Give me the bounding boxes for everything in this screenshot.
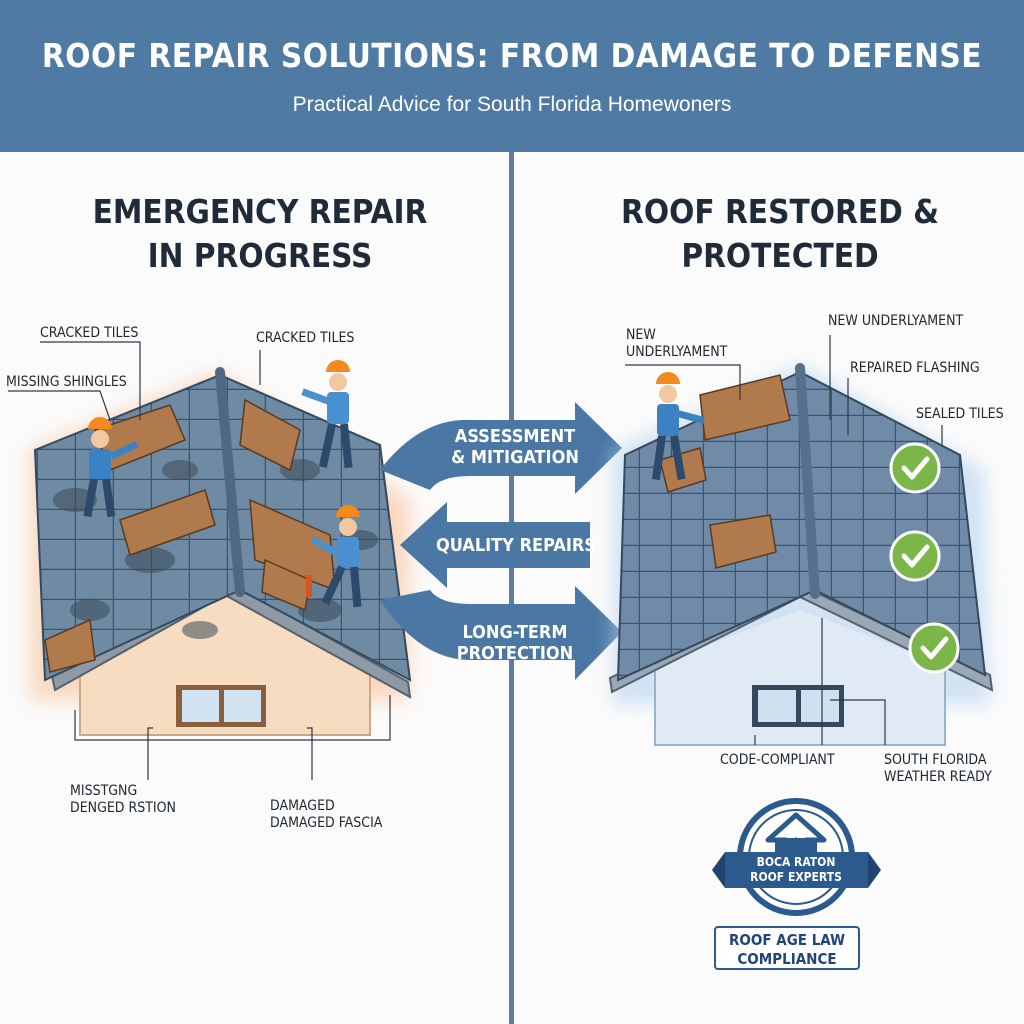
page-title: ROOF REPAIR SOLUTIONS: FROM DAMAGE TO DE… xyxy=(41,36,983,75)
arrow-label-assessment: ASSESSMENT & MITIGATION xyxy=(440,426,590,468)
weather-ready-line-1: SOUTH FLORIDA xyxy=(884,752,987,768)
callout-weather-ready: SOUTH FLORIDA WEATHER READY xyxy=(884,752,992,786)
underlayment-left-line-1: NEW xyxy=(626,327,656,343)
process-arrows xyxy=(380,402,622,680)
arrow-label-quality-repairs: QUALITY REPAIRS xyxy=(435,535,597,556)
long-term-line-1: LONG-TERM xyxy=(462,622,568,643)
long-term-line-2: PROTECTION xyxy=(456,643,574,664)
callout-code-compliant: CODE-COMPLIANT xyxy=(720,752,835,768)
header-banner: ROOF REPAIR SOLUTIONS: FROM DAMAGE TO DE… xyxy=(0,0,1024,152)
callout-repaired-flashing: REPAIRED FLASHING xyxy=(850,360,980,376)
company-badge xyxy=(712,798,881,916)
callout-new-underlayment-top: NEW UNDERLYAMENT xyxy=(828,313,964,329)
callout-new-underlayment-left: NEW UNDERLYAMENT xyxy=(626,327,727,361)
left-title-line-1: EMERGENCY REPAIR xyxy=(92,192,428,231)
right-title-line-2: PROTECTED xyxy=(681,236,879,275)
callout-missing-line-2: DENGED RSTION xyxy=(70,800,176,816)
worker-figures-left xyxy=(83,360,362,608)
compliance-line-2: COMPLIANCE xyxy=(737,950,837,968)
left-leader-lines xyxy=(8,341,391,780)
callout-missing-shingles: MISSING SHINGLES xyxy=(6,374,127,390)
badge-line-2: ROOF EXPERTS xyxy=(750,870,842,884)
callout-missing-line-1: MISSTGNG xyxy=(70,783,138,799)
page-subtitle: Practical Advice for South Florida Homew… xyxy=(292,93,732,116)
left-panel-title: EMERGENCY REPAIR IN PROGRESS xyxy=(40,190,480,278)
damaged-house xyxy=(30,367,412,736)
weather-ready-line-2: WEATHER READY xyxy=(884,769,992,785)
restored-house xyxy=(608,363,994,746)
callout-missing: MISSTGNG DENGED RSTION xyxy=(70,783,176,817)
callout-fascia-line-1: DAMAGED xyxy=(270,798,335,814)
left-title-line-2: IN PROGRESS xyxy=(147,236,373,275)
assessment-line-1: ASSESSMENT xyxy=(454,426,576,447)
callout-sealed-tiles: SEALED TILES xyxy=(916,406,1004,422)
badge-line-1: BOCA RATON xyxy=(756,855,836,869)
compliance-box: ROOF AGE LAW COMPLIANCE xyxy=(714,926,860,970)
check-circle-icons xyxy=(889,442,960,674)
badge-text: BOCA RATON ROOF EXPERTS xyxy=(732,855,860,885)
callout-cracked-tiles-right: CRACKED TILES xyxy=(256,330,355,346)
house-icon xyxy=(765,812,827,852)
right-leader-lines xyxy=(625,335,943,745)
callout-cracked-tiles-left: CRACKED TILES xyxy=(40,325,139,341)
right-panel-title: ROOF RESTORED & PROTECTED xyxy=(560,190,1000,278)
center-divider xyxy=(509,152,514,1024)
underlayment-left-line-2: UNDERLYAMENT xyxy=(626,344,728,360)
assessment-line-2: & MITIGATION xyxy=(451,447,579,468)
compliance-line-1: ROOF AGE LAW xyxy=(729,931,845,949)
worker-figure-right xyxy=(651,372,706,481)
right-title-line-1: ROOF RESTORED & xyxy=(621,192,939,231)
arrow-label-long-term: LONG-TERM PROTECTION xyxy=(440,622,590,664)
callout-fascia-line-2: DAMAGED FASCIA xyxy=(270,815,383,831)
callout-damaged-fascia: DAMAGED DAMAGED FASCIA xyxy=(270,798,382,832)
